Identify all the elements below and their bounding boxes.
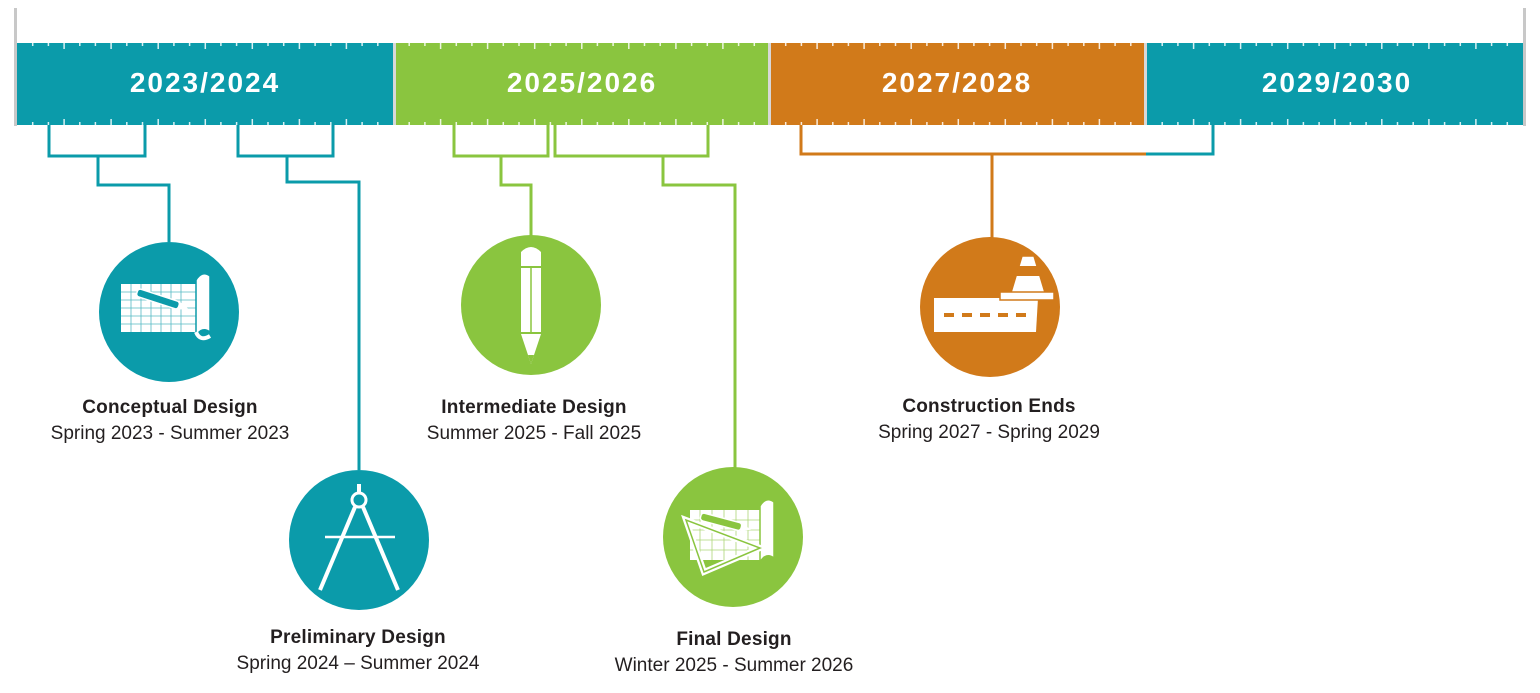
milestone-dates: Spring 2023 - Summer 2023 xyxy=(50,423,290,444)
bracket-construction-teal xyxy=(1146,125,1215,156)
milestone-conceptual: Conceptual Design Spring 2023 - Summer 2… xyxy=(20,394,320,447)
segment-2027-2028 xyxy=(771,43,1144,125)
milestone-name: Construction Ends xyxy=(902,396,1076,417)
milestone-intermediate: Intermediate Design Summer 2025 - Fall 2… xyxy=(384,394,684,447)
milestone-name: Conceptual Design xyxy=(82,397,258,418)
segment-divider xyxy=(768,43,771,125)
bracket-conceptual xyxy=(47,125,147,158)
milestone-final: Final Design Winter 2025 - Summer 2026 xyxy=(579,626,889,679)
segment-2025-2026 xyxy=(396,43,768,125)
year-bar: 2023/2024 2025/2026 2027/2028 2029/2030 xyxy=(17,43,1523,125)
segment-label-2023-2024: 2023/2024 xyxy=(130,67,280,98)
bracket-intermediate xyxy=(452,125,550,158)
milestone-name: Final Design xyxy=(676,629,792,650)
road-cone-icon xyxy=(920,237,1060,377)
pencil-icon xyxy=(461,235,601,375)
connector-conceptual xyxy=(96,156,171,242)
bracket-preliminary xyxy=(236,125,335,158)
milestone-dates: Summer 2025 - Fall 2025 xyxy=(426,423,642,444)
blueprint-pen-icon xyxy=(99,242,239,382)
month-ticks xyxy=(31,43,1509,125)
blueprint-set-square-icon xyxy=(663,467,803,607)
left-edge-cap xyxy=(14,8,17,126)
milestone-dates: Spring 2027 - Spring 2029 xyxy=(878,422,1100,443)
connector-final xyxy=(661,156,737,468)
milestone-name: Preliminary Design xyxy=(270,627,446,648)
segment-divider xyxy=(393,43,396,125)
milestone-preliminary: Preliminary Design Spring 2024 – Summer … xyxy=(203,624,513,677)
milestone-construction: Construction Ends Spring 2027 - Spring 2… xyxy=(839,393,1139,446)
segment-label-2025-2026: 2025/2026 xyxy=(507,67,657,98)
segment-2029-2030 xyxy=(1147,43,1523,125)
bracket-final xyxy=(553,125,710,158)
milestone-name: Intermediate Design xyxy=(441,397,627,418)
segment-label-2029-2030: 2029/2030 xyxy=(1262,67,1412,98)
milestone-dates: Winter 2025 - Summer 2026 xyxy=(614,655,854,676)
milestone-connectors xyxy=(47,125,1215,470)
bracket-construction-orange xyxy=(799,125,1146,156)
milestone-dates: Spring 2024 – Summer 2024 xyxy=(236,653,480,674)
connector-preliminary xyxy=(285,156,361,470)
connector-intermediate xyxy=(499,156,533,238)
segment-label-2027-2028: 2027/2028 xyxy=(882,67,1032,98)
segment-2023-2024 xyxy=(17,43,393,125)
compass-icon xyxy=(289,470,429,610)
segment-divider xyxy=(1144,43,1147,125)
right-edge-cap xyxy=(1523,8,1526,126)
